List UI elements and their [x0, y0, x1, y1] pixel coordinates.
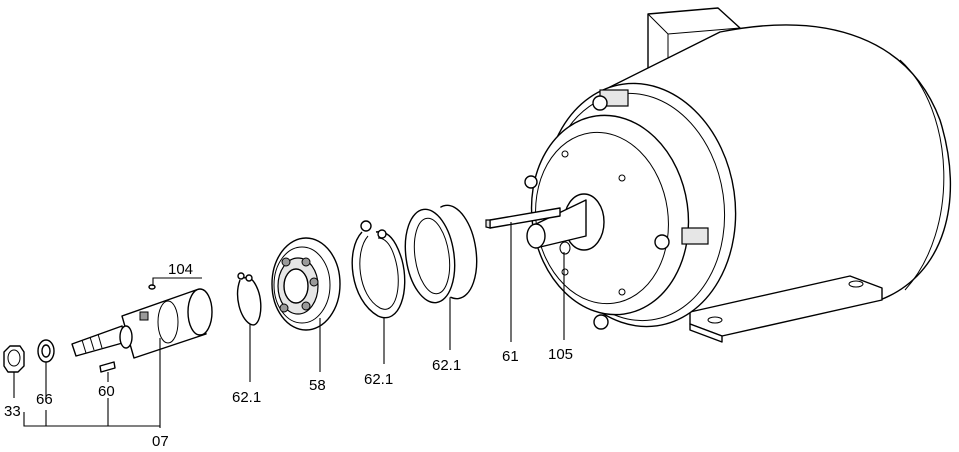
callout-62-1-b: 62.1	[364, 371, 393, 388]
motor-base-foot	[689, 275, 883, 343]
part-62-1-sleeve	[404, 204, 478, 304]
motor-body	[524, 7, 952, 343]
flange-bolts	[524, 95, 670, 330]
part-66-washer	[37, 339, 55, 363]
part-62-1-circlip-small	[236, 272, 262, 326]
callout-105: 105	[548, 346, 573, 363]
part-33-nut	[3, 345, 25, 373]
callout-104: 104	[168, 261, 193, 278]
part-61-key	[485, 207, 561, 229]
callout-62-1-c: 62.1	[432, 357, 461, 374]
part-58-bearing	[271, 237, 341, 331]
callout-62-1-a: 62.1	[232, 389, 261, 406]
callout-33: 33	[4, 403, 21, 420]
part-07-shaft	[71, 288, 213, 359]
callout-66: 66	[36, 391, 53, 408]
callout-58: 58	[309, 377, 326, 394]
part-60-key	[99, 361, 116, 373]
motor-shaft	[526, 193, 605, 255]
callout-07: 07	[152, 433, 169, 450]
part-62-1-circlip-large	[351, 220, 406, 319]
callout-61: 61	[502, 348, 519, 365]
part-104-pin	[148, 284, 156, 290]
callout-60: 60	[98, 383, 115, 400]
leader-lines	[13, 222, 565, 428]
